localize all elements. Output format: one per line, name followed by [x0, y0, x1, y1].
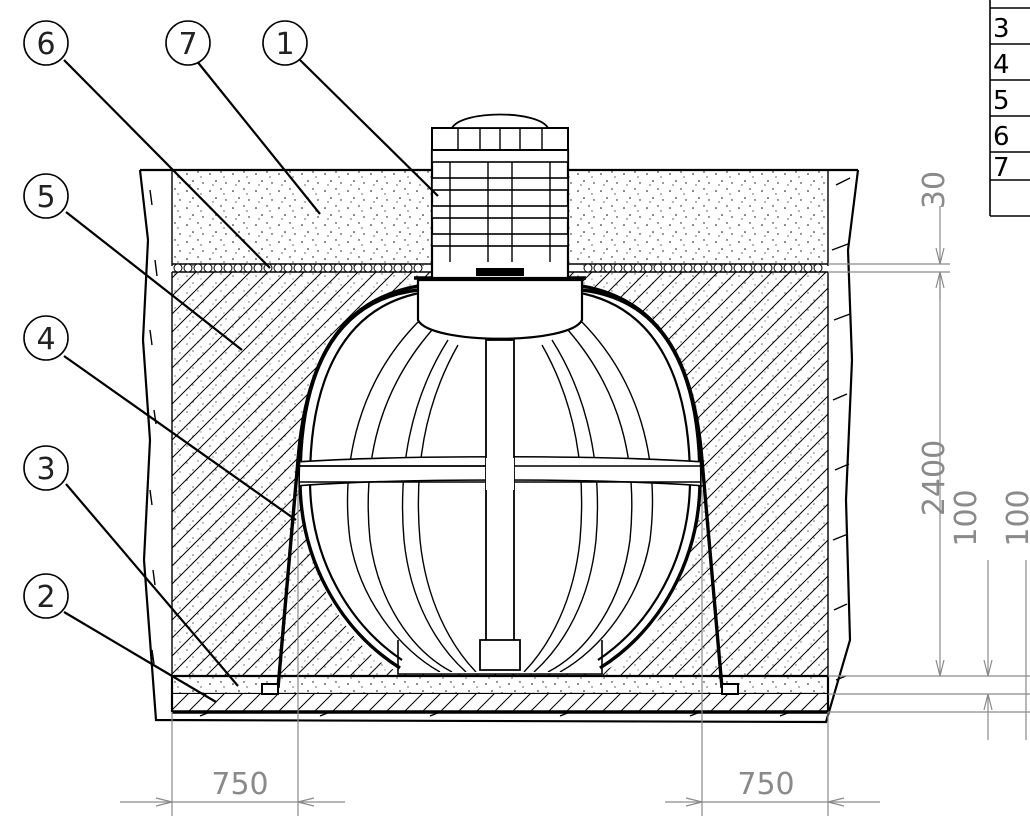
pebble	[723, 263, 733, 273]
pebble	[763, 263, 773, 273]
dim-30-label: 30	[917, 171, 952, 209]
pebble	[283, 263, 293, 273]
pebble	[233, 263, 243, 273]
access-riser	[430, 113, 570, 280]
pebble	[223, 263, 233, 273]
pebble	[623, 263, 633, 273]
pebble	[303, 263, 313, 273]
leader-lines	[63, 59, 439, 703]
pebble	[743, 263, 753, 273]
svg-text:6: 6	[36, 27, 55, 62]
pebble	[613, 263, 623, 273]
pebble	[253, 263, 263, 273]
pebble	[383, 263, 393, 273]
vertical-dimensions: 30 2400 100 100	[828, 171, 1030, 740]
pebble	[373, 263, 383, 273]
svg-text:3: 3	[36, 452, 55, 487]
svg-text:4: 4	[36, 322, 55, 357]
pebble	[603, 263, 613, 273]
pebble	[353, 263, 363, 273]
anchor-straps	[261, 284, 739, 695]
dim-2400-label: 2400	[917, 440, 952, 516]
svg-text:1: 1	[275, 27, 294, 62]
pebble	[363, 263, 373, 273]
pebble	[333, 263, 343, 273]
pebble	[413, 263, 423, 273]
pebble	[293, 263, 303, 273]
callout-4: 4	[23, 315, 69, 361]
legend-row-3: 3	[993, 14, 1010, 44]
pebble	[713, 263, 723, 273]
legend-row-4: 4	[993, 50, 1010, 80]
callout-1: 1	[262, 20, 308, 66]
svg-text:5: 5	[36, 180, 55, 215]
pebble	[323, 263, 333, 273]
pebble	[203, 263, 213, 273]
callout-7: 7	[165, 20, 211, 66]
pebble	[403, 263, 413, 273]
pebble	[773, 263, 783, 273]
pebble	[653, 263, 663, 273]
base-slab	[170, 676, 830, 714]
pebble	[213, 263, 223, 273]
dim-750-right-label: 750	[737, 767, 794, 802]
dim-750-left-label: 750	[211, 767, 268, 802]
pebble	[753, 263, 763, 273]
pebble	[173, 263, 183, 273]
legend-row-7: 7	[993, 153, 1010, 183]
dim-100a-label: 100	[949, 489, 984, 546]
pebble	[593, 263, 603, 273]
pebble	[803, 263, 813, 273]
horizontal-dimensions: 750 750	[120, 490, 880, 816]
pebble	[643, 263, 653, 273]
svg-text:7: 7	[178, 27, 197, 62]
pebble	[683, 263, 693, 273]
legend-row-5: 5	[993, 86, 1010, 116]
pebble	[193, 263, 203, 273]
pebble	[583, 263, 593, 273]
legend-table: 3 4 5 6 7	[989, 0, 1030, 217]
svg-text:2: 2	[36, 580, 55, 615]
pebble	[793, 263, 803, 273]
pebble	[393, 263, 403, 273]
pebble	[313, 263, 323, 273]
pebble	[273, 263, 283, 273]
pebble	[693, 263, 703, 273]
pebble	[183, 263, 193, 273]
callout-5: 5	[23, 173, 69, 219]
dim-100b-label: 100	[1001, 489, 1030, 546]
pebble	[243, 263, 253, 273]
pebble	[733, 263, 743, 273]
pebble	[633, 263, 643, 273]
pebble	[663, 263, 673, 273]
pebble	[703, 263, 713, 273]
pebble	[783, 263, 793, 273]
callout-6: 6	[23, 20, 69, 66]
legend-row-6: 6	[993, 122, 1010, 152]
callout-3: 3	[23, 445, 69, 491]
pebble	[813, 263, 823, 273]
callout-2: 2	[23, 573, 69, 619]
spherical-tank	[298, 276, 702, 675]
pebble	[343, 263, 353, 273]
pebble	[673, 263, 683, 273]
